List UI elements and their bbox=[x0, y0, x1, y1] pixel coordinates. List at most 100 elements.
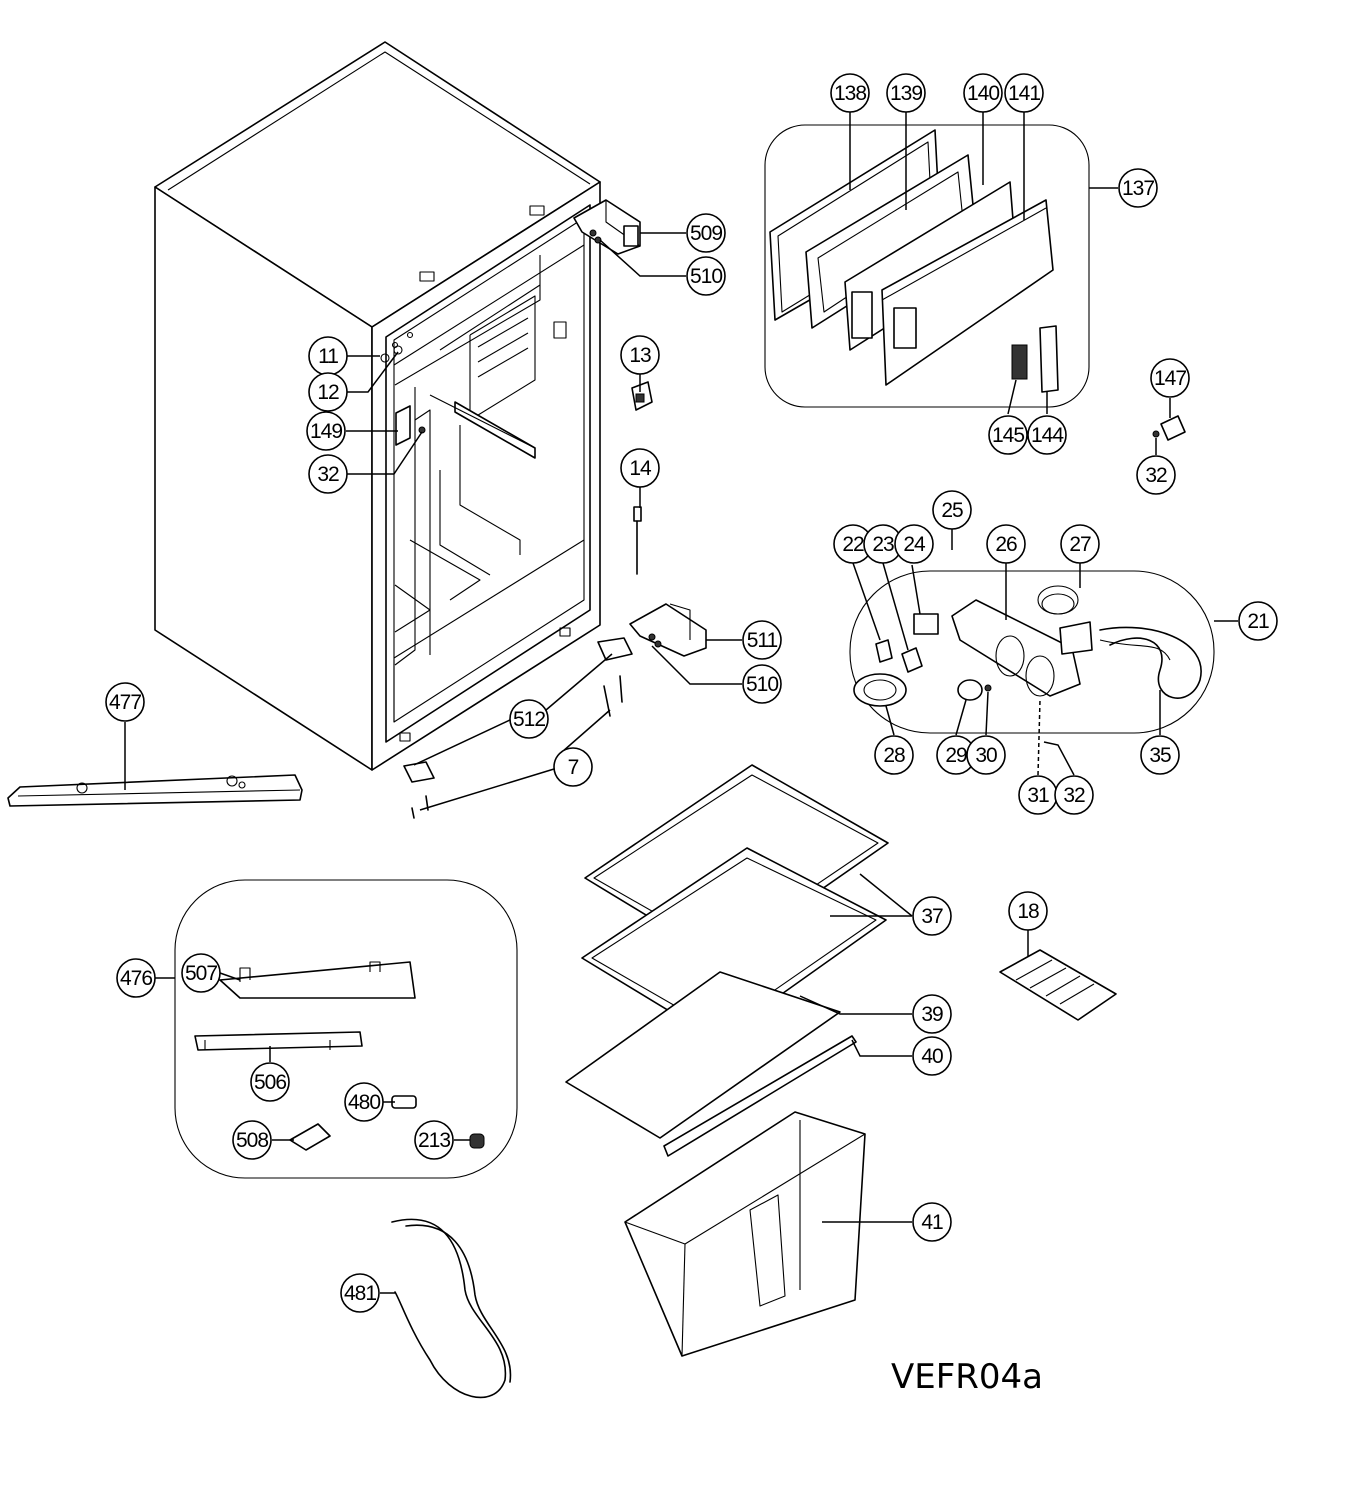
callout-14: 14 bbox=[620, 448, 660, 488]
callout-circle bbox=[414, 1120, 454, 1160]
callout-510: 510 bbox=[742, 664, 782, 704]
callout-number: 144 bbox=[1031, 424, 1064, 447]
callout-number: 25 bbox=[941, 499, 963, 522]
callout-circle bbox=[686, 213, 726, 253]
kit-476 bbox=[174, 879, 518, 1179]
callout-40: 40 bbox=[912, 1036, 952, 1076]
callout-511: 511 bbox=[742, 620, 782, 660]
callout-29: 29 bbox=[936, 735, 976, 775]
callout-number: 37 bbox=[921, 905, 943, 928]
callout-41: 41 bbox=[912, 1202, 952, 1242]
callout-24: 24 bbox=[894, 524, 934, 564]
callout-27: 27 bbox=[1060, 524, 1100, 564]
callout-21: 21 bbox=[1238, 601, 1278, 641]
callout-510: 510 bbox=[686, 256, 726, 296]
callout-circle bbox=[988, 415, 1028, 455]
callout-number: 32 bbox=[1145, 464, 1167, 487]
callout-138: 138 bbox=[830, 73, 870, 113]
callout-number: 137 bbox=[1122, 177, 1154, 200]
callout-22: 22 bbox=[833, 524, 873, 564]
callout-circle bbox=[986, 524, 1026, 564]
callout-circle bbox=[340, 1273, 380, 1313]
callout-number: 510 bbox=[746, 673, 778, 696]
callout-number: 26 bbox=[995, 533, 1017, 556]
callout-number: 507 bbox=[185, 962, 217, 985]
gasket-strip-481 bbox=[391, 1218, 512, 1399]
callout-circle bbox=[1060, 524, 1100, 564]
callout-32: 32 bbox=[1136, 455, 1176, 495]
callout-31: 31 bbox=[1018, 775, 1058, 815]
callout-circle bbox=[912, 1202, 952, 1242]
callout-circle bbox=[1054, 775, 1094, 815]
callout-number: 506 bbox=[254, 1071, 286, 1094]
callout-circle bbox=[1004, 73, 1044, 113]
callout-circle bbox=[306, 411, 346, 451]
callout-circle bbox=[620, 448, 660, 488]
part-13-bracket bbox=[631, 381, 653, 411]
callout-circle bbox=[912, 1036, 952, 1076]
callout-number: 477 bbox=[109, 691, 141, 714]
bottom-hinge bbox=[629, 603, 707, 657]
callout-number: 23 bbox=[872, 533, 894, 556]
callout-circle bbox=[1118, 168, 1158, 208]
top-hinge bbox=[573, 199, 641, 255]
callout-circle bbox=[886, 73, 926, 113]
callout-number: 27 bbox=[1069, 533, 1091, 556]
callout-512: 512 bbox=[509, 699, 549, 739]
callout-number: 476 bbox=[120, 967, 152, 990]
callout-number: 28 bbox=[883, 744, 905, 767]
callout-481: 481 bbox=[340, 1273, 380, 1313]
callout-480: 480 bbox=[344, 1082, 384, 1122]
callout-28: 28 bbox=[874, 735, 914, 775]
callout-37: 37 bbox=[912, 896, 952, 936]
callout-circle bbox=[1136, 455, 1176, 495]
callout-number: 13 bbox=[629, 344, 651, 367]
callout-number: 41 bbox=[921, 1211, 943, 1234]
callout-number: 508 bbox=[236, 1129, 268, 1152]
callout-506: 506 bbox=[250, 1062, 290, 1102]
callout-number: 481 bbox=[344, 1282, 376, 1305]
callout-number: 14 bbox=[629, 457, 652, 480]
callout-number: 24 bbox=[903, 533, 926, 556]
callout-circle bbox=[250, 1062, 290, 1102]
callout-number: 510 bbox=[690, 265, 722, 288]
ice-tray-18 bbox=[999, 949, 1117, 1021]
callout-number: 139 bbox=[890, 82, 922, 105]
callout-number: 21 bbox=[1247, 610, 1269, 633]
callout-number: 11 bbox=[318, 345, 338, 368]
callout-circle bbox=[232, 1120, 272, 1160]
callout-circle bbox=[344, 1082, 384, 1122]
callout-508: 508 bbox=[232, 1120, 272, 1160]
callout-circle bbox=[912, 896, 952, 936]
callout-137: 137 bbox=[1118, 168, 1158, 208]
callout-144: 144 bbox=[1027, 415, 1067, 455]
callout-circle bbox=[963, 73, 1003, 113]
callout-circle bbox=[1140, 735, 1180, 775]
refrigerator-cabinet bbox=[154, 41, 601, 771]
callout-number: 480 bbox=[348, 1091, 380, 1114]
callout-number: 30 bbox=[975, 744, 997, 767]
callout-number: 22 bbox=[842, 533, 864, 556]
callout-12: 12 bbox=[308, 372, 348, 412]
callout-circle bbox=[105, 682, 145, 722]
callout-circle bbox=[894, 524, 934, 564]
callout-circle bbox=[509, 699, 549, 739]
callout-number: 7 bbox=[568, 756, 579, 779]
callout-circle bbox=[1008, 891, 1048, 931]
callout-32: 32 bbox=[1054, 775, 1094, 815]
callout-number: 32 bbox=[317, 463, 339, 486]
callout-23: 23 bbox=[863, 524, 903, 564]
callout-140: 140 bbox=[963, 73, 1003, 113]
callout-number: 138 bbox=[834, 82, 866, 105]
callout-number: 213 bbox=[418, 1129, 450, 1152]
diagram-code: VEFR04a bbox=[891, 1357, 1043, 1397]
thermostat-assembly bbox=[849, 570, 1215, 734]
callout-circle bbox=[1238, 601, 1278, 641]
callout-circle bbox=[1027, 415, 1067, 455]
callout-149: 149 bbox=[306, 411, 346, 451]
callout-13: 13 bbox=[620, 335, 660, 375]
callout-509: 509 bbox=[686, 213, 726, 253]
callout-213: 213 bbox=[414, 1120, 454, 1160]
